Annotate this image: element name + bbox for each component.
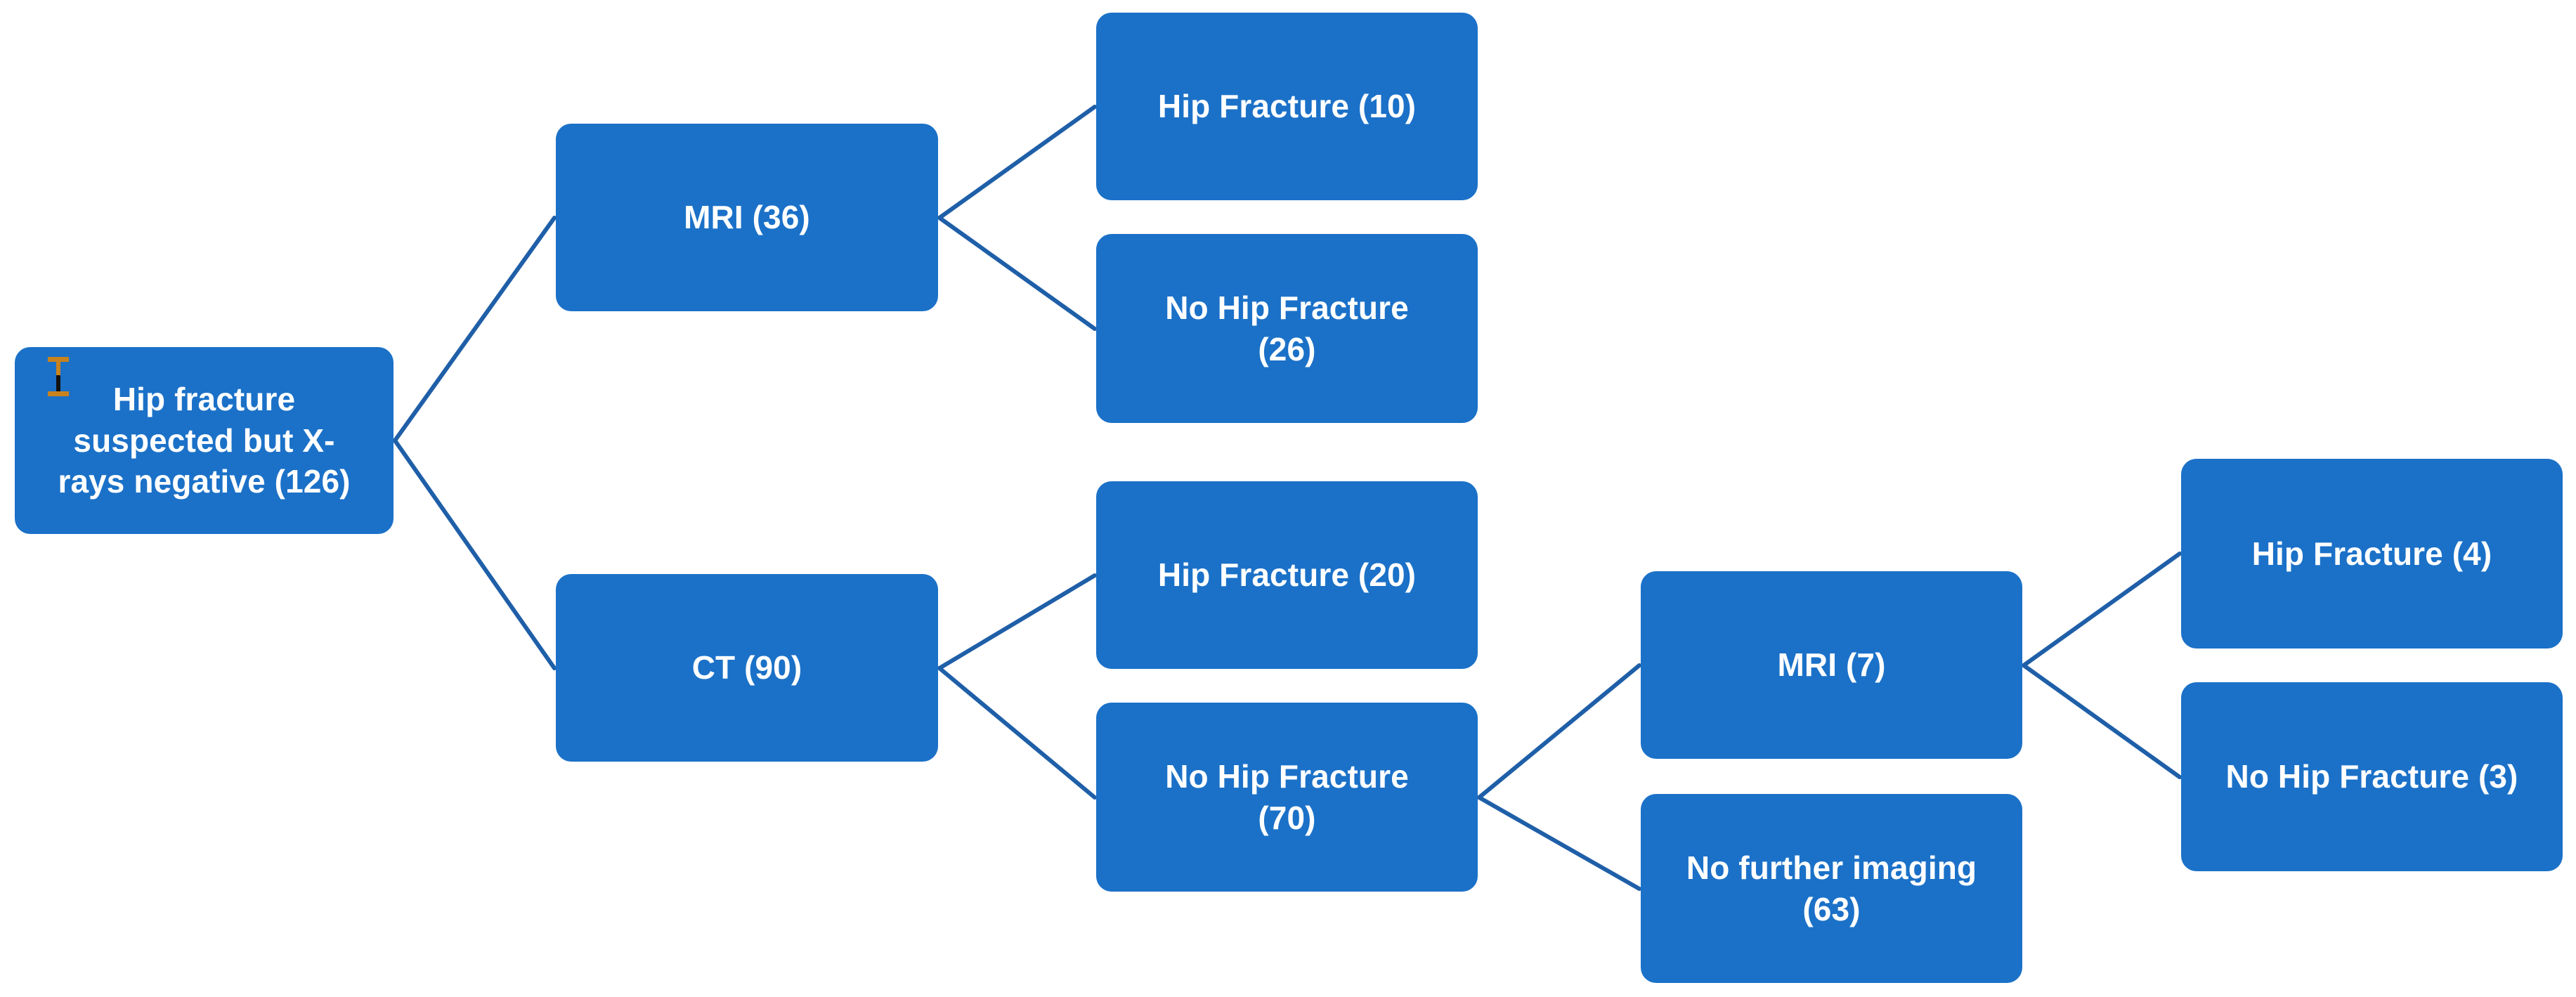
connector-root-to-ct90 [393,438,557,670]
node-label-mri36: MRI (36) [684,199,810,236]
connector-mri36-to-mri_hf10 [937,105,1097,220]
node-label-root: Hip fracture suspected but X- rays negat… [58,380,351,500]
node-ct_hf20[interactable]: Hip Fracture (20) [1096,481,1478,669]
connector-ct_nhf70-to-mri7 [1477,663,1641,800]
connector-ct90-to-ct_hf20 [937,573,1097,670]
node-label-mri_hf10: Hip Fracture (10) [1157,88,1417,125]
node-nofurther63[interactable]: No further imaging (63) [1641,794,2022,983]
node-label-mri_nhf26: No Hip Fracture (26) [1165,289,1409,367]
node-label-ct90: CT (90) [691,649,802,686]
connector-ct90-to-ct_nhf70 [937,666,1097,800]
connector-mri7-to-mri7_hf4 [2022,552,2182,667]
node-label-ct_nhf70: No Hip Fracture (70) [1165,757,1409,836]
node-ct_nhf70[interactable]: No Hip Fracture (70) [1096,703,1478,892]
connector-mri7-to-mri7_nhf3 [2022,663,2182,779]
node-root[interactable]: Hip fracture suspected but X- rays negat… [15,347,393,534]
connector-mri36-to-mri_nhf26 [937,216,1097,331]
node-label-nofurther63: No further imaging (63) [1686,849,1977,927]
node-ct90[interactable]: CT (90) [556,574,938,762]
node-mri7_hf4[interactable]: Hip Fracture (4) [2181,459,2563,649]
node-mri7[interactable]: MRI (7) [1641,571,2022,759]
node-label-mri7_nhf3: No Hip Fracture (3) [2225,758,2518,795]
node-mri36[interactable]: MRI (36) [556,124,938,311]
node-mri_nhf26[interactable]: No Hip Fracture (26) [1096,234,1478,423]
node-label-mri7_hf4: Hip Fracture (4) [2251,535,2492,572]
node-mri7_nhf3[interactable]: No Hip Fracture (3) [2181,682,2563,871]
node-label-ct_hf20: Hip Fracture (20) [1157,556,1417,594]
connector-root-to-mri36 [393,216,557,443]
node-mri_hf10[interactable]: Hip Fracture (10) [1096,13,1478,200]
node-label-mri7: MRI (7) [1777,646,1886,684]
connector-ct_nhf70-to-nofurther63 [1477,795,1641,891]
